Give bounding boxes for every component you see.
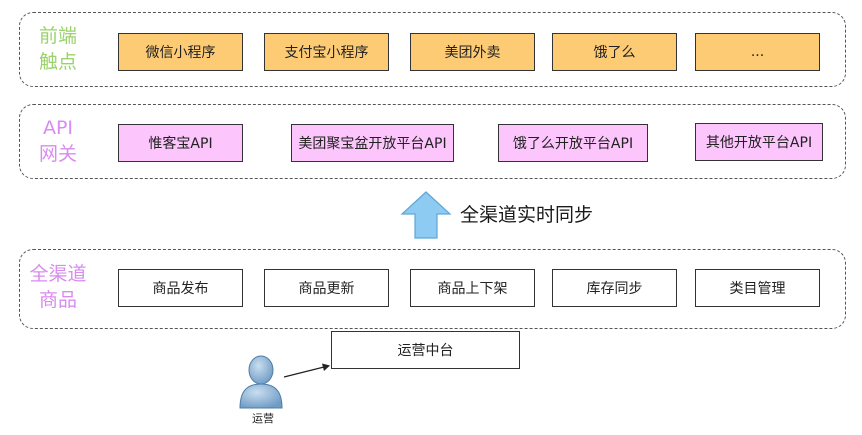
api-box-other: 其他开放平台API <box>695 123 823 161</box>
user-to-ops-arrowhead <box>322 363 330 371</box>
frontend-box-alipay: 支付宝小程序 <box>264 33 389 71</box>
api-box-weikebao: 惟客宝API <box>118 124 243 162</box>
api-lane <box>19 104 846 179</box>
product-box-category: 类目管理 <box>695 269 820 307</box>
frontend-box-meituan: 美团外卖 <box>410 33 535 71</box>
ops-platform-box: 运营中台 <box>331 331 520 369</box>
product-box-publish: 商品发布 <box>118 269 243 307</box>
operator-user-icon <box>239 355 283 409</box>
products-lane <box>19 249 846 329</box>
user-to-ops-line <box>283 366 325 378</box>
products-lane-label: 全渠道 商品 <box>19 261 97 313</box>
api-label-line-2: 网关 <box>38 143 77 165</box>
operator-body-shape <box>239 383 283 409</box>
operator-user-label: 运营 <box>252 412 274 425</box>
user-to-ops-arrow-icon <box>283 363 330 378</box>
product-box-listing: 商品上下架 <box>410 269 535 307</box>
api-box-meituan-jubaopen: 美团聚宝盆开放平台API <box>291 124 454 162</box>
api-lane-label: API 网关 <box>19 115 97 167</box>
frontend-lane <box>19 12 846 87</box>
frontend-label-line-1: 前端 <box>38 25 77 47</box>
frontend-box-more: ... <box>695 33 820 71</box>
frontend-lane-label: 前端 触点 <box>19 23 97 75</box>
product-box-update: 商品更新 <box>264 269 389 307</box>
operator-head-shape <box>248 355 274 385</box>
products-label-line-1: 全渠道 <box>29 263 87 285</box>
sync-label: 全渠道实时同步 <box>460 204 594 226</box>
frontend-box-eleme: 饿了么 <box>552 33 677 71</box>
frontend-label-line-2: 触点 <box>38 51 77 73</box>
sync-arrow-icon <box>400 191 452 239</box>
product-box-inventory-sync: 库存同步 <box>552 269 677 307</box>
api-box-eleme: 饿了么开放平台API <box>498 124 648 162</box>
frontend-box-wechat: 微信小程序 <box>118 33 243 71</box>
sync-arrow-shape <box>400 191 452 239</box>
api-label-line-1: API <box>42 117 74 139</box>
products-label-line-2: 商品 <box>38 289 77 311</box>
